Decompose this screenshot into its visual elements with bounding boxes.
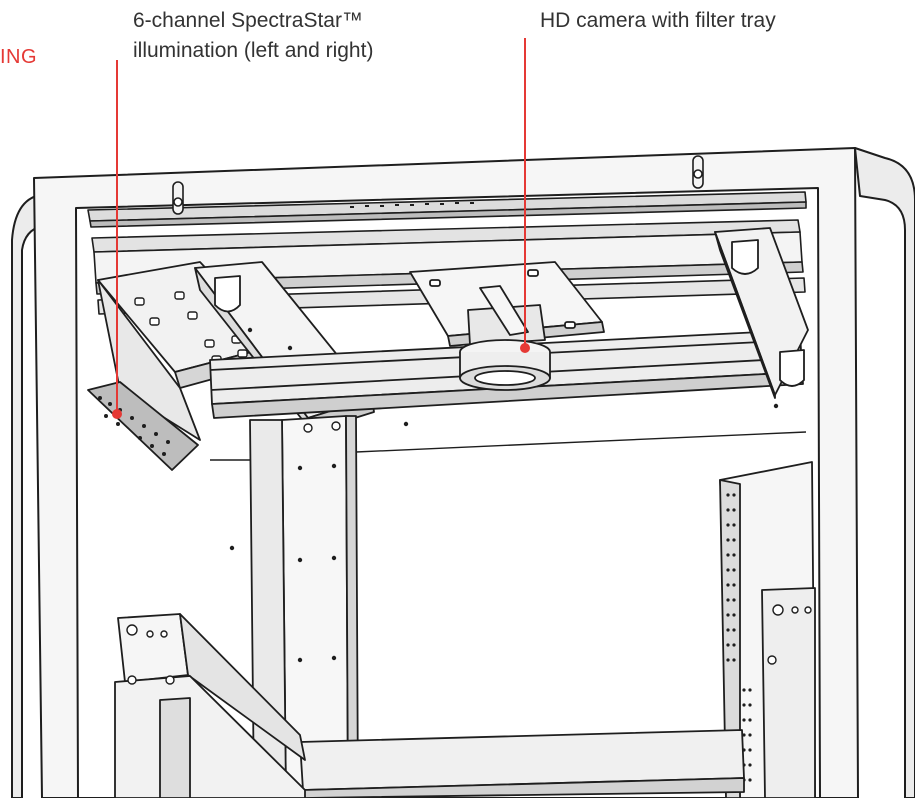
callout-lines: [116, 38, 526, 412]
camera-callout-dot: [520, 343, 530, 353]
illumination-callout-dot: [112, 409, 122, 419]
camera-label: HD camera with filter tray: [540, 9, 776, 32]
right-perforated-rail: [719, 461, 816, 798]
rear-wall: [210, 431, 807, 461]
front-left-stage: [114, 613, 306, 798]
illumination-label-line-1: 6-channel SpectraStar™: [133, 9, 363, 32]
illumination-label-line-2: illumination (left and right): [133, 39, 374, 62]
left-truncated-label: ING: [0, 46, 38, 68]
right-illumination-bracket: [714, 227, 809, 399]
top-bolts: [172, 155, 704, 215]
front-crossbar: [299, 729, 745, 798]
